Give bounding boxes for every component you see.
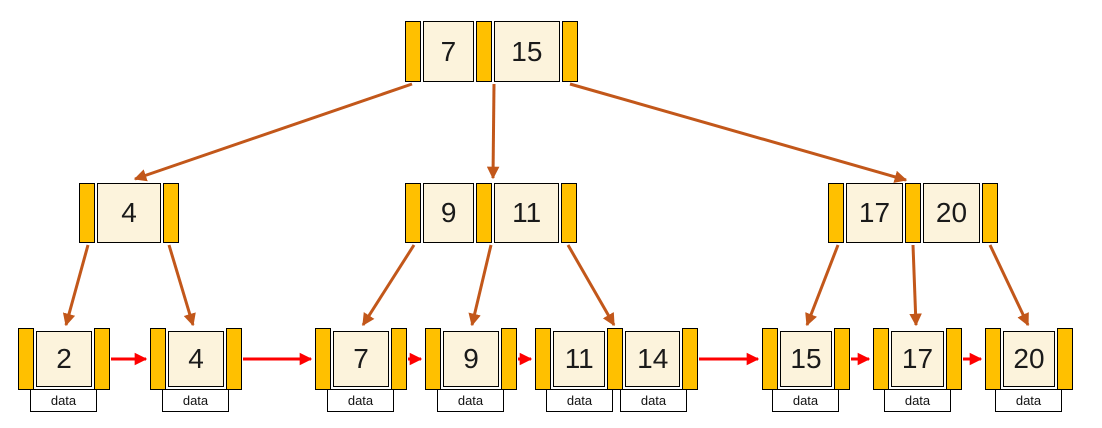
pointer-cell xyxy=(828,183,844,243)
data-box: data xyxy=(162,389,229,412)
pointer-cell xyxy=(985,328,1001,390)
data-box: data xyxy=(327,389,394,412)
edge-root-internal-middle xyxy=(486,83,500,180)
leaf-box: 7 xyxy=(315,328,407,390)
pointer-cell xyxy=(1057,328,1073,390)
pointer-cell xyxy=(762,328,778,390)
pointer-cell xyxy=(150,328,166,390)
key-cell: 7 xyxy=(423,21,474,82)
pointer-cell xyxy=(475,21,492,82)
pointer-cell xyxy=(501,328,517,390)
data-box: data xyxy=(620,389,687,412)
data-box: data xyxy=(884,389,951,412)
leaf-box: 11 14 xyxy=(535,328,699,390)
pointer-cell xyxy=(315,328,331,390)
key-cell: 2 xyxy=(36,331,92,387)
leaf-box: 9 xyxy=(425,328,517,390)
leaf-box: 15 xyxy=(762,328,850,390)
edge-internal-right-leaf-20 xyxy=(988,244,1030,327)
pointer-cell xyxy=(905,183,921,243)
key-cell: 9 xyxy=(443,331,499,387)
pointer-cell xyxy=(834,328,850,390)
pointer-cell xyxy=(946,328,962,390)
pointer-cell xyxy=(226,328,242,390)
pointer-cell xyxy=(682,328,699,390)
key-cell: 4 xyxy=(97,183,161,243)
edge-internal-right-leaf-17 xyxy=(909,244,922,327)
leaf-node-15: 15 data xyxy=(762,328,850,412)
pointer-cell xyxy=(163,183,179,243)
key-cell: 14 xyxy=(625,331,681,387)
key-cell: 15 xyxy=(780,331,832,387)
edge-internal-right-leaf-15 xyxy=(805,244,840,327)
pointer-cell xyxy=(535,328,551,390)
pointer-cell xyxy=(425,328,441,390)
node-root: 7 15 xyxy=(405,21,579,82)
node-internal-right: 17 20 xyxy=(828,183,998,243)
leaf-node-2: 2 data xyxy=(18,328,110,412)
leaf-node-11-14: 11 14 data data xyxy=(535,328,699,412)
pointer-cell xyxy=(476,183,493,243)
edge-internal-middle-leaf-7 xyxy=(361,244,416,327)
edge-root-internal-left xyxy=(133,82,413,182)
data-box: data xyxy=(995,389,1062,412)
key-cell: 11 xyxy=(553,331,606,387)
key-cell: 9 xyxy=(423,183,475,243)
node-internal-left: 4 xyxy=(79,183,179,243)
node-internal-middle: 9 11 xyxy=(405,183,577,243)
pointer-cell xyxy=(982,183,998,243)
leaf-node-17: 17 data xyxy=(873,328,962,412)
pointer-cell xyxy=(18,328,34,390)
pointer-cell xyxy=(405,21,421,82)
pointer-cell xyxy=(391,328,407,390)
edge-internal-left-leaf-4 xyxy=(167,244,196,327)
key-cell: 4 xyxy=(168,331,224,387)
key-cell: 15 xyxy=(493,21,561,82)
leaf-node-7: 7 data xyxy=(315,328,407,412)
pointer-cell xyxy=(873,328,889,390)
pointer-cell xyxy=(607,328,624,390)
data-box: data xyxy=(437,389,504,412)
leaf-box: 4 xyxy=(150,328,242,390)
key-cell: 17 xyxy=(846,183,903,243)
key-cell: 17 xyxy=(891,331,944,387)
edge-root-internal-right xyxy=(569,82,908,183)
leaf-box: 2 xyxy=(18,328,110,390)
key-cell: 11 xyxy=(494,183,559,243)
edge-internal-left-leaf-2 xyxy=(62,244,90,327)
pointer-cell xyxy=(562,21,579,82)
leaf-node-9: 9 data xyxy=(425,328,517,412)
edge-internal-middle-leaf-9 xyxy=(468,244,493,327)
data-box: data xyxy=(772,389,839,412)
leaf-node-4: 4 data xyxy=(150,328,242,412)
key-cell: 20 xyxy=(1003,331,1055,387)
edge-internal-middle-leaf-11-14 xyxy=(566,244,616,327)
data-box: data xyxy=(546,389,613,412)
pointer-cell xyxy=(405,183,421,243)
leaf-box: 20 xyxy=(985,328,1073,390)
key-cell: 20 xyxy=(923,183,980,243)
leaf-box: 17 xyxy=(873,328,962,390)
data-box: data xyxy=(30,389,97,412)
pointer-cell xyxy=(561,183,577,243)
pointer-cell xyxy=(94,328,110,390)
pointer-cell xyxy=(79,183,95,243)
key-cell: 7 xyxy=(333,331,389,387)
leaf-node-20: 20 data xyxy=(985,328,1073,412)
